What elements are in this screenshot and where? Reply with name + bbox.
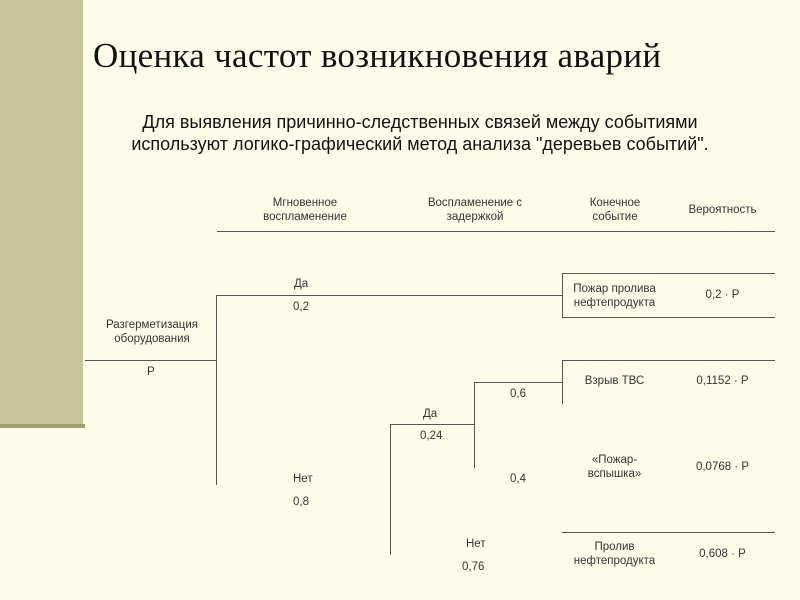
outcome-1-prob: 0,2 · Р [705, 289, 740, 301]
split-upper-line [474, 382, 562, 383]
outcome-4-line2: нефтепродукта [573, 555, 656, 567]
outcome-4-line1: Пролив [594, 541, 635, 553]
outcome-1-line1: Пожар пролива [573, 283, 656, 295]
sidebar-edge [0, 424, 85, 428]
sidebar-decoration [0, 0, 83, 427]
outcome-vline-2 [562, 360, 563, 404]
split-upper-prob: 0,6 [510, 388, 526, 400]
outcome-sep-2 [562, 317, 775, 318]
instant-yes-line [217, 295, 562, 296]
initial-event-prob: Р [147, 366, 155, 378]
trunk-delayed [390, 424, 391, 555]
header-delayed-line2: задержкой [446, 211, 504, 223]
instant-no-prob: 0,8 [293, 496, 309, 508]
outcome-vline-1 [562, 273, 563, 317]
slide-title: Оценка частот возникновения аварий [93, 36, 662, 75]
instant-yes-label: Да [294, 278, 309, 290]
header-final-line2: событие [592, 211, 638, 223]
outcome-3-line2: вспышка» [587, 468, 642, 480]
outcome-3-prob: 0,0768 · Р [695, 461, 750, 473]
delayed-yes-prob: 0,24 [420, 430, 443, 442]
delayed-no-prob: 0,76 [462, 561, 485, 573]
outcome-2-line1: Взрыв ТВС [584, 375, 645, 387]
initial-event-line [85, 360, 217, 361]
header-delayed-line1: Воспламенение с [427, 197, 523, 209]
header-instant-line1: Мгновенное [272, 197, 338, 209]
trunk-instant [216, 295, 217, 485]
outcome-4-prob: 0,608 · Р [699, 548, 746, 560]
split-vertical [474, 382, 475, 468]
outcome-2-prob: 0,1152 · Р [696, 375, 749, 387]
delayed-yes-line [390, 424, 474, 425]
delayed-yes-label: Да [423, 408, 438, 420]
split-lower-prob: 0,4 [510, 473, 526, 485]
header-instant-line2: воспламенение [263, 211, 347, 223]
outcome-3-line1: «Пожар- [591, 454, 638, 466]
header-line [217, 231, 775, 232]
outcome-sep-3 [562, 360, 775, 361]
delayed-no-label: Нет [466, 538, 486, 550]
outcome-sep-1 [562, 273, 775, 274]
outcome-sep-4 [562, 532, 775, 533]
outcome-1-line2: нефтепродукта [573, 297, 656, 309]
slide-subtitle: Для выявления причинно-следственных связ… [131, 112, 709, 154]
initial-event-line1: Разгерметизация [105, 319, 199, 331]
instant-no-label: Нет [293, 473, 313, 485]
initial-event-line2: оборудования [114, 333, 190, 345]
instant-yes-prob: 0,2 [293, 301, 309, 313]
header-final-line1: Конечное [589, 197, 641, 209]
header-probability: Вероятность [688, 204, 757, 216]
